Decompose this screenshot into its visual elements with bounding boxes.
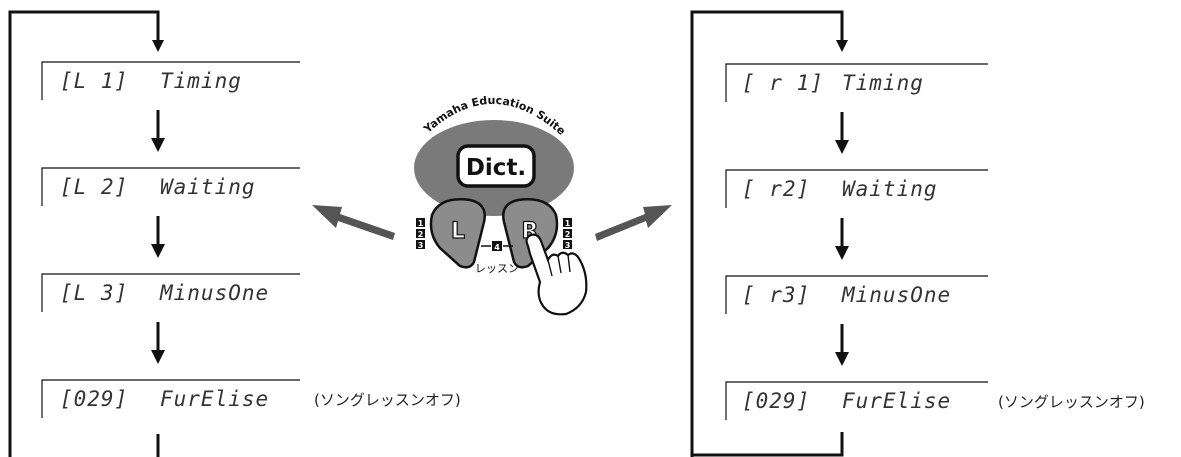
svg-text:1: 1 <box>565 219 571 228</box>
arrow-to-right <box>595 205 672 241</box>
right-box-3 <box>725 275 988 314</box>
right-box-2 <box>725 169 988 208</box>
left-row-2: [L 2] Waiting <box>60 168 256 206</box>
svg-text:L: L <box>451 219 465 244</box>
right-number-badges: 1 2 3 <box>563 218 572 250</box>
pointing-hand-icon <box>525 233 588 316</box>
left-box-4 <box>41 379 300 418</box>
left-row-4: [029] FurElise <box>60 380 269 418</box>
song-number: [029] <box>742 389 811 413</box>
lesson-number: [ r2] <box>742 177 811 201</box>
song-name: FurElise <box>842 389 952 413</box>
left-box-1 <box>41 61 300 100</box>
song-number: [029] <box>60 387 129 411</box>
left-arrow-1 <box>152 40 164 52</box>
right-loop-line <box>690 10 844 457</box>
center-number-badge: 4 <box>481 241 513 252</box>
right-row-1: [ r 1] Timing <box>742 64 924 102</box>
left-number-badges: 1 2 3 <box>416 218 425 250</box>
svg-text:3: 3 <box>418 241 424 250</box>
right-row-4: [029] FurElise <box>742 382 951 420</box>
lesson-number: [ r 1] <box>742 71 824 95</box>
svg-text:2: 2 <box>565 230 571 239</box>
dict-box <box>456 144 536 188</box>
lesson-name: MinusOne <box>842 283 952 307</box>
svg-text:1: 1 <box>418 219 424 228</box>
right-box-1 <box>725 63 988 102</box>
lesson-number: [L 3] <box>60 281 129 305</box>
yes-dict-button-illustration: Yamaha Education Suite Dict. L R 1 2 3 <box>414 94 588 316</box>
lesson-name: Waiting <box>842 177 938 201</box>
right-loop-bottom <box>692 432 844 457</box>
lesson-number: [ r3] <box>742 283 811 307</box>
svg-text:3: 3 <box>565 241 571 250</box>
left-row-3: [L 3] MinusOne <box>60 274 269 312</box>
lesson-name: MinusOne <box>160 281 270 305</box>
svg-text:2: 2 <box>418 230 424 239</box>
arrow-to-left <box>312 205 395 240</box>
right-row-2: [ r2] Waiting <box>742 170 938 208</box>
song-name: FurElise <box>160 387 270 411</box>
lesson-name: Waiting <box>160 175 256 199</box>
lesson-caption: レッスン <box>475 262 519 275</box>
lesson-number: [L 1] <box>60 69 129 93</box>
lesson-name: Timing <box>842 71 924 95</box>
lesson-name: Timing <box>160 69 242 93</box>
lesson-number: [L 2] <box>60 175 129 199</box>
left-box-3 <box>41 273 300 312</box>
left-song-lesson-off-note: (ソングレッスンオフ) <box>314 391 461 409</box>
right-row-3: [ r3] MinusOne <box>742 276 951 314</box>
dict-label: Dict. <box>466 155 526 181</box>
right-song-lesson-off-note: (ソングレッスンオフ) <box>998 393 1145 411</box>
svg-text:4: 4 <box>494 243 500 252</box>
l-key <box>429 198 486 269</box>
left-row-1: [L 1] Timing <box>60 62 242 100</box>
right-box-4 <box>725 381 988 420</box>
left-loop-line <box>8 10 160 457</box>
left-box-2 <box>41 167 300 206</box>
